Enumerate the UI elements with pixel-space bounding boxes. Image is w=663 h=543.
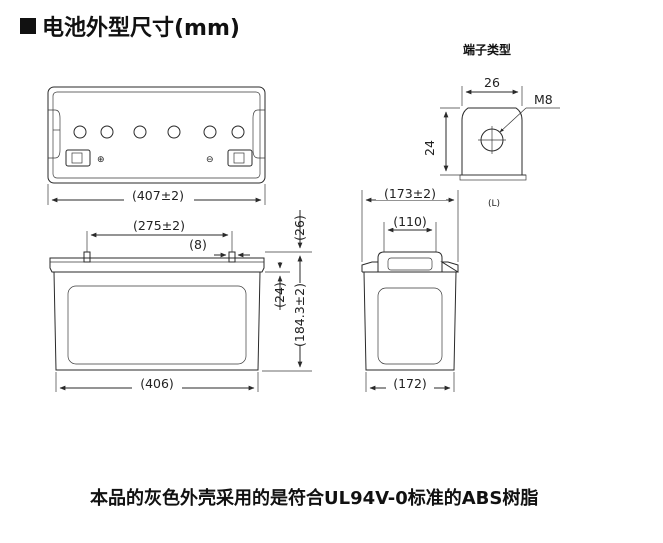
dim-total-height: (184.3±2) xyxy=(262,255,312,372)
footer-note: 本品的灰色外壳采用的是符合UL94V-0标准的ABS树脂 xyxy=(90,487,538,509)
vent-caps xyxy=(73,125,245,139)
dim-terminal-width: (8) xyxy=(189,237,250,258)
dim-lid-height: (24) xyxy=(265,262,290,310)
terminal-negative xyxy=(65,149,91,167)
dim-side-total-width: (173±2) xyxy=(361,186,459,262)
polarity-mark-icon: ⊖ xyxy=(206,155,214,165)
svg-text:(173±2): (173±2) xyxy=(384,186,436,201)
title-square-icon xyxy=(20,18,36,34)
dim-side-body-width: (172) xyxy=(365,372,455,392)
side-view xyxy=(361,251,459,371)
svg-text:(407±2): (407±2) xyxy=(132,188,184,203)
svg-text:(110): (110) xyxy=(393,214,427,229)
svg-text:24: 24 xyxy=(422,140,437,156)
dim-body-length: (406) xyxy=(55,372,259,392)
svg-text:(406): (406) xyxy=(140,376,174,391)
svg-text:(24): (24) xyxy=(272,282,287,308)
front-view xyxy=(49,251,265,371)
svg-text:M8: M8 xyxy=(534,92,553,107)
dim-terminal-pitch: (275±2) xyxy=(86,218,233,252)
svg-text:(26): (26) xyxy=(292,215,307,241)
polarity-mark-icon: ⊕ xyxy=(97,155,105,165)
dim-terminal-height: (26) xyxy=(265,210,312,278)
terminal-detail: 26 24 M8 (L) xyxy=(422,75,560,209)
terminal-type-title: 端子类型 xyxy=(463,42,511,57)
top-view: ⊕ ⊖ xyxy=(47,86,266,184)
svg-text:26: 26 xyxy=(484,75,500,90)
svg-text:(L): (L) xyxy=(488,199,500,209)
dim-side-handle-width: (110) xyxy=(383,214,437,252)
terminal-positive xyxy=(227,149,253,167)
svg-text:(172): (172) xyxy=(393,376,427,391)
dim-top-length: (407±2) xyxy=(47,184,266,205)
svg-text:(184.3±2): (184.3±2) xyxy=(292,283,307,347)
svg-text:(8): (8) xyxy=(189,237,207,252)
svg-text:(275±2): (275±2) xyxy=(133,218,185,233)
page-title: 电池外型尺寸(mm) xyxy=(42,15,240,41)
